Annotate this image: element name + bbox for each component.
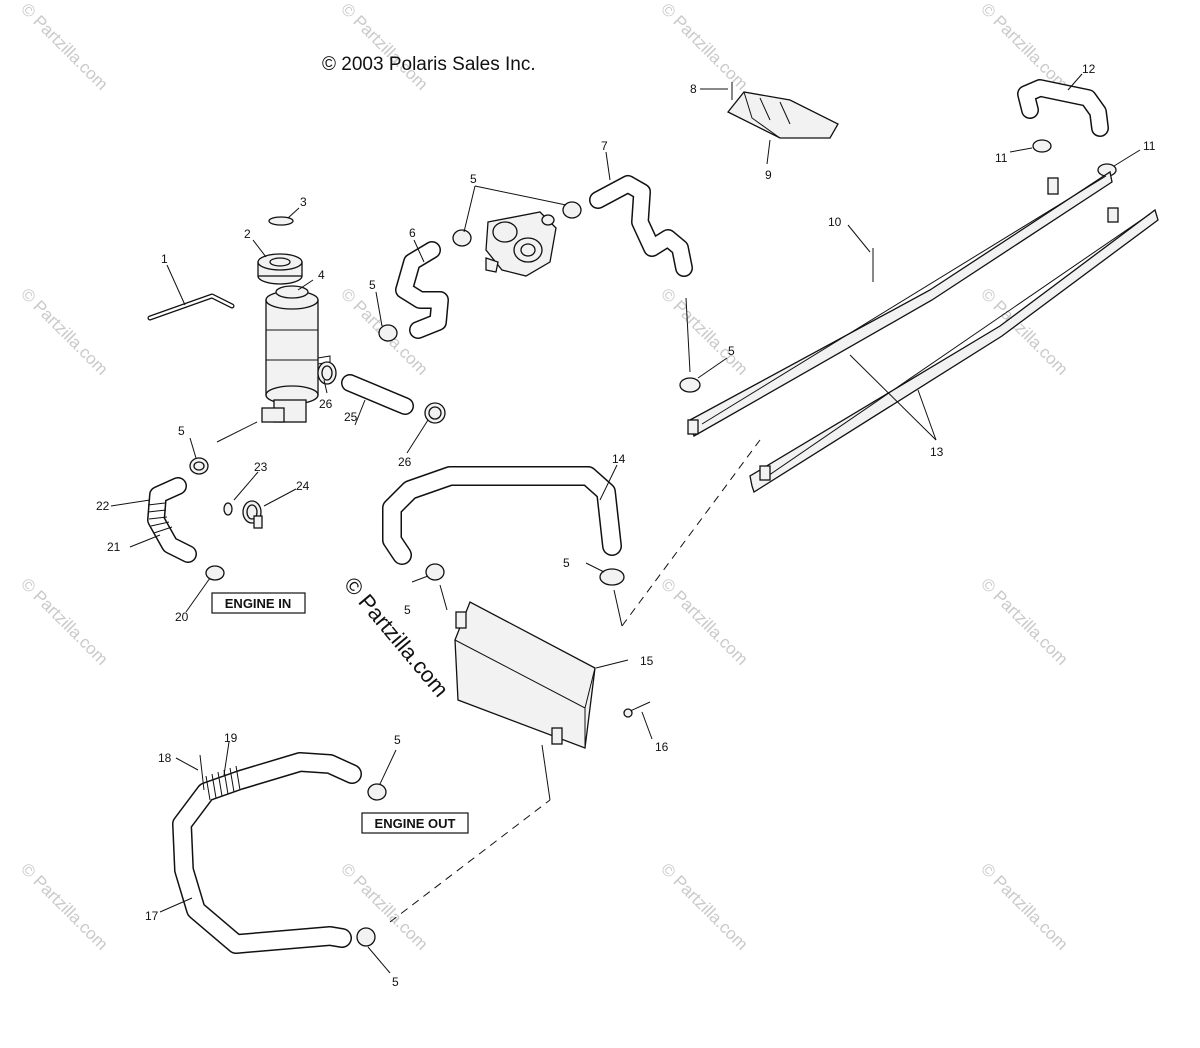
callout-5: 5 [470, 172, 477, 186]
clamp-14b-part [599, 568, 625, 586]
radiator-cap-part [257, 253, 303, 285]
callout-3: 3 [300, 195, 307, 209]
callout-19: 19 [224, 731, 238, 745]
callout-23: 23 [254, 460, 268, 474]
callout-4: 4 [318, 268, 325, 282]
intercooler-part [454, 601, 596, 749]
callout-14: 14 [612, 452, 626, 466]
watermark: © Partzilla.com [17, 0, 111, 94]
s-hose-part [395, 241, 449, 339]
watermark: © Partzilla.com [657, 0, 751, 94]
callout-6: 6 [409, 226, 416, 240]
watermark: © Partzilla.com [657, 574, 751, 668]
bellows-19-part [205, 765, 241, 801]
callout-numbers: 1 2 3 4 5 5 5 5 5 5 5 5 5 6 7 8 9 10 11 … [96, 62, 1156, 989]
watermark: © Partzilla.com [657, 859, 751, 953]
callout-2: 2 [244, 227, 251, 241]
callout-16: 16 [655, 740, 669, 754]
watermark: © Partzilla.com [17, 284, 111, 378]
leader-lines [110, 73, 1141, 974]
watermark: © Partzilla.com [977, 0, 1071, 94]
callout-5: 5 [178, 424, 185, 438]
callout-22: 22 [96, 499, 110, 513]
hex-key-part [147, 293, 235, 321]
upper-hose-part [1017, 79, 1109, 137]
callout-5: 5 [404, 603, 411, 617]
center-watermark: © Partzilla.com [339, 572, 453, 702]
callout-5: 5 [392, 975, 399, 989]
pin-16-part [623, 701, 651, 718]
callout-5: 5 [728, 344, 735, 358]
watermark: © Partzilla.com [337, 0, 431, 94]
callout-11: 11 [995, 151, 1008, 165]
cover-part [726, 91, 839, 139]
engine-in-label: ENGINE IN [225, 596, 291, 611]
callout-15: 15 [640, 654, 654, 668]
water-pump-housing-part [485, 211, 557, 277]
callout-26: 26 [398, 455, 412, 469]
callout-11: 11 [1143, 139, 1156, 153]
callout-12: 12 [1082, 62, 1096, 76]
callout-5: 5 [394, 733, 401, 747]
callout-24: 24 [296, 479, 310, 493]
dashed-leaders [389, 439, 761, 923]
clamp-26a-part [317, 361, 337, 385]
heat-exchanger-rail-front [687, 170, 1113, 437]
washer-part [223, 502, 233, 516]
callout-9: 9 [765, 168, 772, 182]
watermark: © Partzilla.com [977, 574, 1071, 668]
watermark: © Partzilla.com [657, 284, 751, 378]
bellows-hose-part [147, 477, 197, 563]
callout-5: 5 [369, 278, 376, 292]
clamp-rail-part [679, 377, 701, 393]
callout-26: 26 [319, 397, 333, 411]
straight-hose-part [341, 374, 414, 415]
clamp-pump-part [562, 201, 582, 219]
clamp-20-part [205, 565, 225, 581]
o-ring-part [268, 216, 294, 226]
callout-10: 10 [828, 215, 842, 229]
clamp-11a-part [1032, 139, 1052, 153]
clamp-17b-part [356, 927, 376, 947]
clamp-14a-part [425, 563, 445, 581]
copyright-text: © 2003 Polaris Sales Inc. [322, 54, 536, 75]
large-hose-part [382, 466, 622, 565]
bracket-part [242, 500, 263, 529]
pump-outlet-hose-part [589, 175, 693, 277]
engine-out-hose-part [172, 752, 362, 954]
callout-21: 21 [107, 540, 121, 554]
clamp-left-part [189, 457, 209, 475]
callout-8: 8 [690, 82, 697, 96]
callout-18: 18 [158, 751, 172, 765]
clamp-17a-part [367, 783, 387, 801]
callout-5: 5 [563, 556, 570, 570]
watermark: © Partzilla.com [17, 574, 111, 668]
callout-1: 1 [161, 252, 168, 266]
engine-out-label: ENGINE OUT [375, 816, 456, 831]
callout-25: 25 [344, 410, 358, 424]
callout-7: 7 [601, 139, 608, 153]
watermark: © Partzilla.com [977, 859, 1071, 953]
heat-exchanger-rail-rear [749, 207, 1159, 493]
engine-in-box: ENGINE IN [211, 592, 306, 614]
engine-out-box: ENGINE OUT [361, 812, 469, 834]
watermark: © Partzilla.com [17, 859, 111, 953]
callout-13: 13 [930, 445, 944, 459]
callout-17: 17 [145, 909, 159, 923]
tie-18-part [199, 754, 205, 791]
clamp-26b-part [424, 402, 446, 424]
callout-20: 20 [175, 610, 189, 624]
clamp-6-part [378, 229, 472, 342]
coolant-tank-part [261, 285, 331, 423]
